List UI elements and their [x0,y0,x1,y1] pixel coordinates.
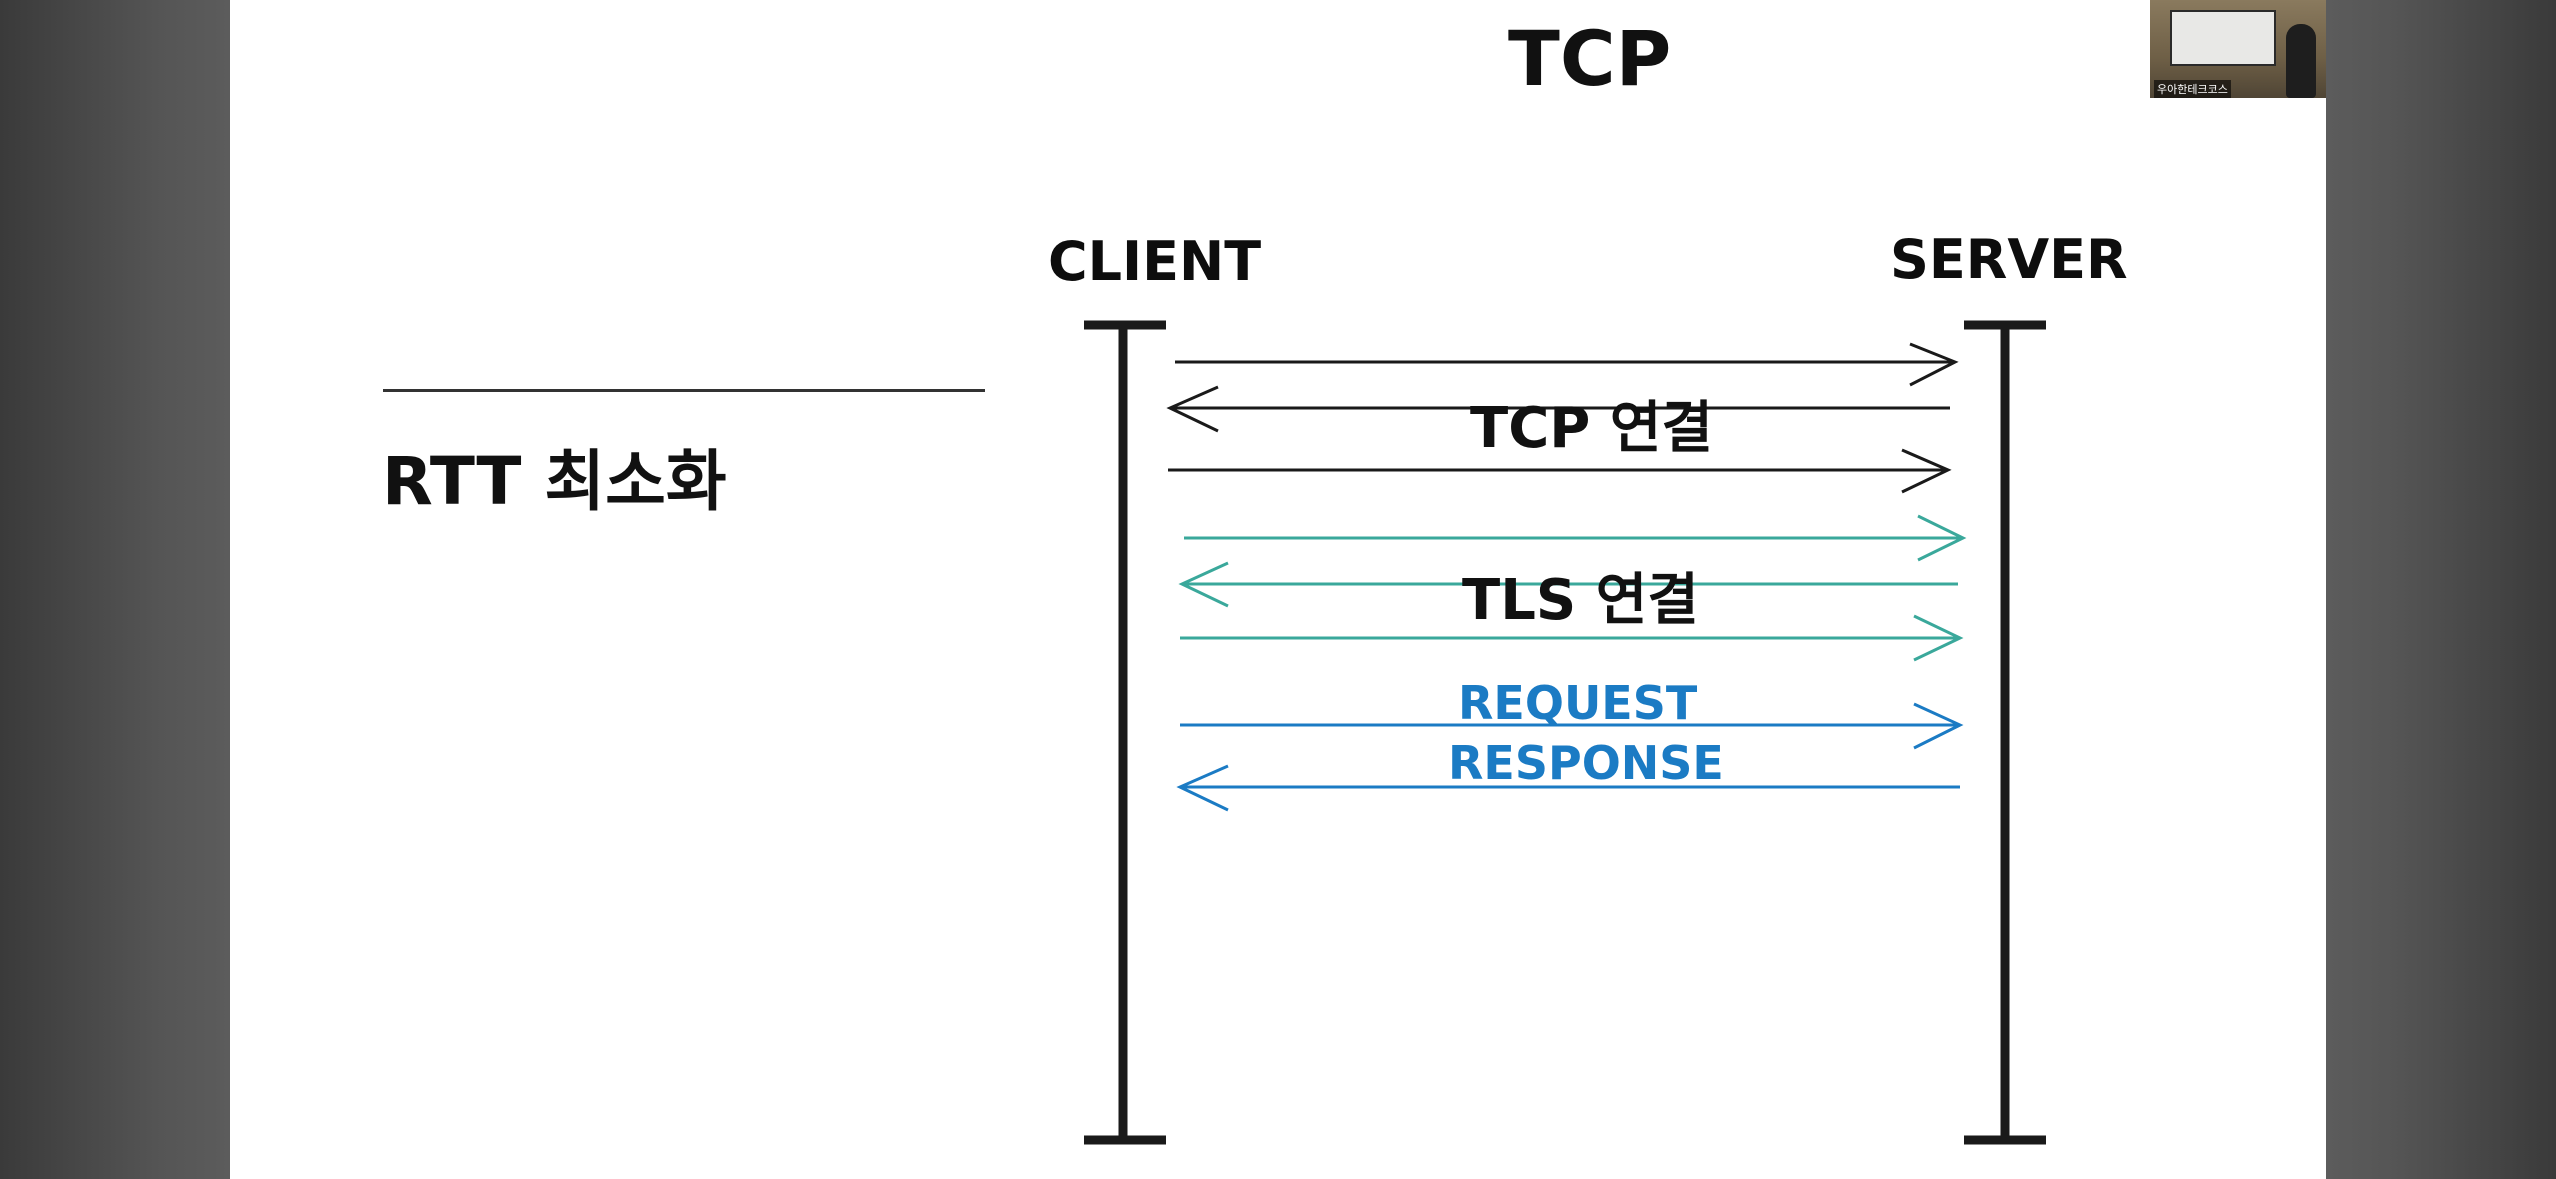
presentation-slide: TCP RTT 최소화 CLIENT SERVER [230,0,2326,1179]
request-arrow [1180,702,1964,750]
tcp-syn-arrow [1175,342,1959,387]
video-presenter [2286,24,2316,98]
request-label: REQUEST [1458,676,1698,730]
video-caption: 우아한테크코스 [2154,80,2231,98]
client-lifeline [1084,320,1166,1145]
sequence-diagram [1084,320,2046,1145]
tls-finished-arrow [1180,614,1964,662]
tcp-ack-arrow [1168,448,1952,494]
tcp-connection-label: TCP 연결 [1470,396,1713,461]
response-label: RESPONSE [1448,736,1724,790]
subtitle-divider [383,389,985,392]
client-label: CLIENT [1048,230,1262,293]
slide-subtitle: RTT 최소화 [382,443,727,520]
tls-client-hello-arrow [1184,514,1967,562]
slide-title: TCP [1508,14,1672,103]
right-letterbox [2326,0,2556,1179]
response-arrow [1176,764,1960,812]
tcp-syn-ack-arrow [1166,385,1950,433]
server-label: SERVER [1890,228,2128,291]
presenter-video-thumbnail[interactable]: 우아한테크코스 [2150,0,2326,98]
video-projector-screen [2170,10,2276,66]
tls-server-hello-arrow [1178,561,1958,608]
server-lifeline [1964,320,2046,1145]
tls-connection-label: TLS 연결 [1462,568,1699,633]
left-letterbox [0,0,230,1179]
